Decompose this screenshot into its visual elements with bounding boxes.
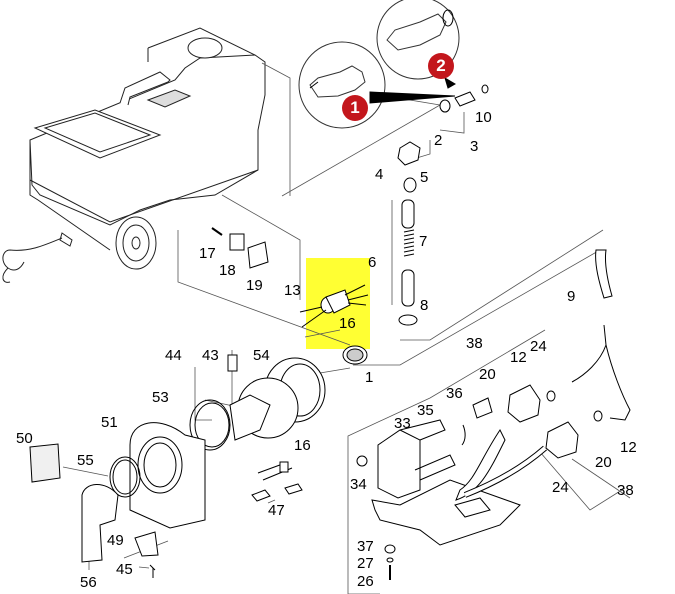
- callout-45[interactable]: 45: [116, 561, 133, 578]
- callout-9[interactable]: 9: [567, 288, 576, 305]
- callout-5[interactable]: 5: [420, 169, 429, 186]
- callout-16-motor[interactable]: 16: [294, 437, 311, 454]
- callout-24-top[interactable]: 24: [530, 338, 547, 355]
- pump-bracket-assembly: [356, 324, 631, 580]
- callout-7[interactable]: 7: [419, 233, 428, 250]
- callout-38-top[interactable]: 38: [466, 335, 483, 352]
- callout-20-top[interactable]: 20: [479, 366, 496, 383]
- callout-1[interactable]: 1: [365, 369, 374, 386]
- callout-35[interactable]: 35: [417, 402, 434, 419]
- variant-badge-1[interactable]: 1: [342, 95, 368, 121]
- relay-parts: [211, 227, 269, 269]
- callout-49[interactable]: 49: [107, 532, 124, 549]
- callout-38-bottom[interactable]: 38: [617, 482, 634, 499]
- callout-50[interactable]: 50: [16, 430, 33, 447]
- callout-33[interactable]: 33: [394, 415, 411, 432]
- callout-12-bottom[interactable]: 12: [620, 439, 637, 456]
- callout-34[interactable]: 34: [350, 476, 367, 493]
- callout-20-bottom[interactable]: 20: [595, 454, 612, 471]
- callout-13[interactable]: 13: [284, 282, 301, 299]
- motor-assembly: [29, 354, 326, 578]
- variant-badge-2[interactable]: 2: [428, 53, 454, 79]
- callout-53[interactable]: 53: [152, 389, 169, 406]
- fitting-parts: [397, 84, 613, 326]
- callout-17[interactable]: 17: [199, 245, 216, 262]
- callout-3[interactable]: 3: [470, 138, 479, 155]
- solenoid-part: [299, 284, 369, 365]
- callout-24-bottom[interactable]: 24: [552, 479, 569, 496]
- callout-19[interactable]: 19: [246, 277, 263, 294]
- callout-47[interactable]: 47: [268, 502, 285, 519]
- callout-56[interactable]: 56: [80, 574, 97, 591]
- callout-10[interactable]: 10: [475, 109, 492, 126]
- machine-body: [2, 27, 266, 283]
- callout-54[interactable]: 54: [253, 347, 270, 364]
- callout-51[interactable]: 51: [101, 414, 118, 431]
- callout-6[interactable]: 6: [368, 254, 377, 271]
- callout-4[interactable]: 4: [375, 166, 384, 183]
- callout-12-top[interactable]: 12: [510, 349, 527, 366]
- callout-8[interactable]: 8: [420, 297, 429, 314]
- callout-37[interactable]: 37: [357, 538, 374, 555]
- callout-18[interactable]: 18: [219, 262, 236, 279]
- callout-2[interactable]: 2: [434, 132, 443, 149]
- callout-44[interactable]: 44: [165, 347, 182, 364]
- callout-55[interactable]: 55: [77, 452, 94, 469]
- callout-26[interactable]: 26: [357, 573, 374, 590]
- callout-27[interactable]: 27: [357, 555, 374, 572]
- callout-43[interactable]: 43: [202, 347, 219, 364]
- callout-16-solenoid[interactable]: 16: [339, 315, 356, 332]
- callout-36[interactable]: 36: [446, 385, 463, 402]
